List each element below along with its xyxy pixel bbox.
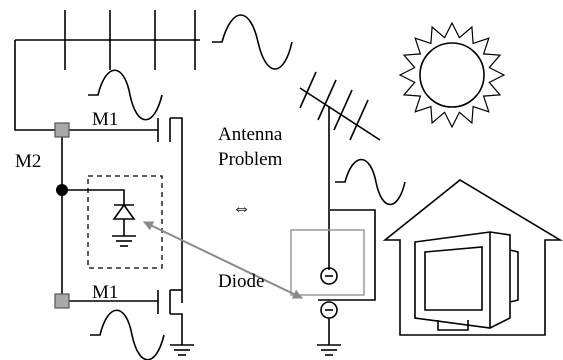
label-m1-top: M1: [92, 109, 118, 130]
top-metal-bus: [15, 10, 200, 70]
house-outline: [318, 179, 563, 336]
ground-symbol-right: [317, 344, 341, 356]
coupled-node-upper: [320, 267, 338, 285]
sun-icon: [398, 21, 506, 129]
contact-pad-top: [54, 122, 70, 138]
label-antenna: Antenna: [218, 124, 283, 145]
sine-wave-upper: [88, 69, 163, 121]
sine-wave-lower: [90, 309, 165, 360]
left-feed-wire: [14, 40, 55, 131]
coupled-node-lower: [320, 301, 338, 345]
sine-wave-antenna: [335, 158, 406, 206]
equivalence-symbol: ⇔: [232, 198, 251, 219]
sine-wave-bus: [212, 14, 293, 70]
label-m2: M2: [15, 151, 41, 172]
transistor-m1-top: [68, 117, 183, 245]
antenna-icon: [299, 71, 381, 270]
diode-dashed-box: [62, 175, 163, 269]
contact-pad-bottom: [54, 293, 70, 309]
tv-monitor-icon: [414, 231, 519, 331]
label-m1-bottom: M1: [92, 282, 118, 303]
coupler-box: [290, 229, 365, 296]
label-diode: Diode: [218, 271, 264, 292]
label-problem: Problem: [218, 149, 283, 170]
link-arrow: [143, 221, 303, 299]
ground-symbol-left: [170, 344, 194, 356]
transistor-m1-bottom: [68, 289, 183, 345]
